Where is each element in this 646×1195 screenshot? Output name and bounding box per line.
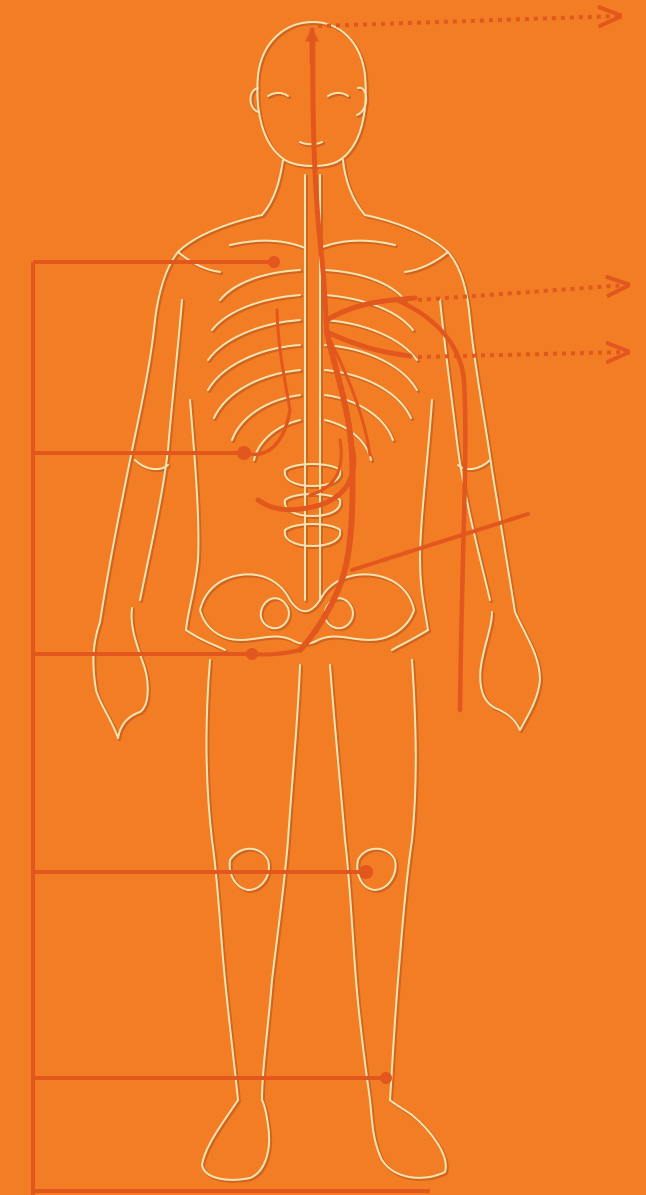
- marker-clavicle: [268, 256, 280, 268]
- marker-ankle: [380, 1072, 392, 1084]
- marker-knee: [359, 865, 373, 879]
